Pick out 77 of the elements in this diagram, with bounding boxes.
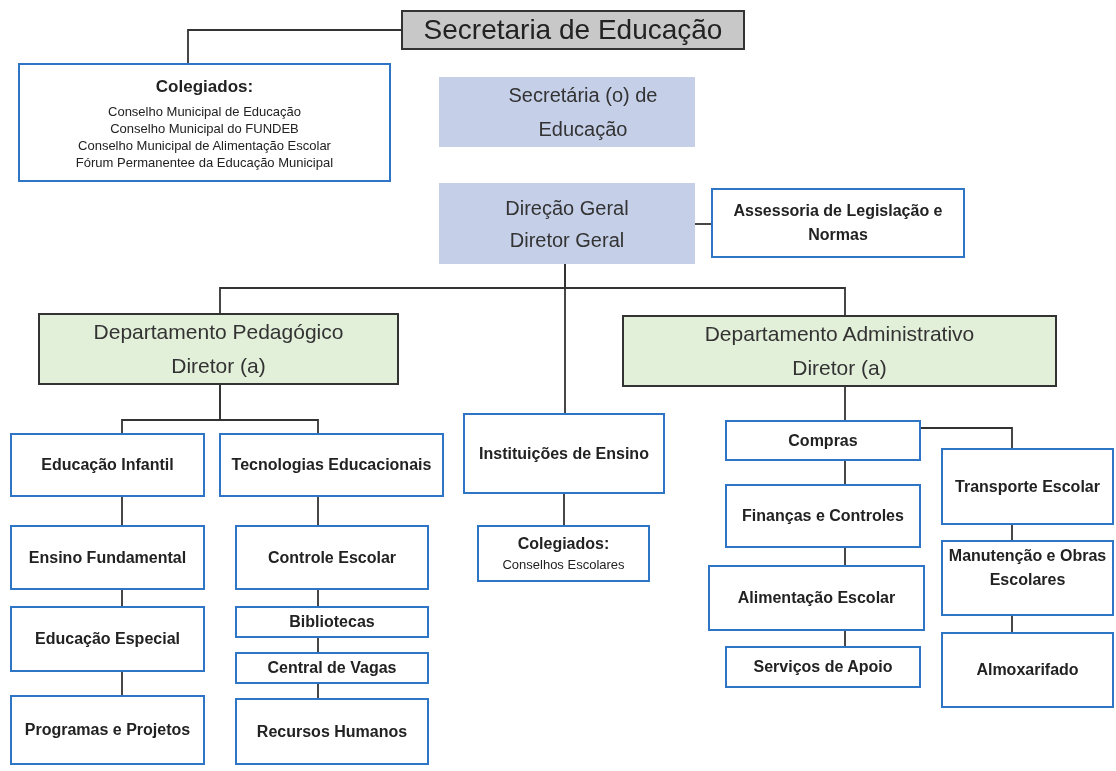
- unit-box: [10, 433, 205, 497]
- connector-line: [121, 589, 123, 607]
- connector-line: [844, 386, 846, 421]
- box-text: Conselho Municipal de Educação: [108, 103, 301, 121]
- box-title: Compras: [788, 430, 858, 451]
- connector-line: [317, 637, 319, 653]
- unit-box: [219, 433, 444, 497]
- connector-line: [317, 683, 319, 699]
- connector-line: [317, 589, 319, 607]
- unit-box: [10, 606, 205, 672]
- box-title: Central de Vagas: [267, 658, 397, 678]
- box-text: Conselho Municipal de Alimentação Escolar: [78, 137, 331, 155]
- box-title: Finanças e Controles: [742, 506, 904, 526]
- department-box: [622, 315, 1057, 387]
- box-title: Instituições de Ensino: [479, 443, 649, 464]
- unit-box: [235, 525, 429, 590]
- box-text: Conselho Municipal do FUNDEB: [110, 120, 299, 138]
- connector-line: [1011, 615, 1013, 633]
- box-text: Diretor Geral: [509, 227, 625, 253]
- box-text: Diretor (a): [171, 353, 266, 379]
- connector-line: [563, 493, 565, 526]
- box-title: Colegiados:: [155, 75, 254, 98]
- connector-line: [1011, 524, 1013, 541]
- council-box: [18, 63, 391, 182]
- unit-box: [711, 188, 965, 258]
- box-title: Secretaria de Educação: [423, 13, 723, 47]
- box-title: Departamento Administrativo: [704, 321, 975, 347]
- box-title: Departamento Pedagógico: [93, 319, 344, 345]
- unit-box: [725, 420, 921, 461]
- box-title: Secretária (o) de Educação: [507, 83, 659, 142]
- connector-line: [920, 427, 1013, 449]
- box-title: Ensino Fundamental: [28, 547, 187, 568]
- unit-box: [941, 448, 1114, 525]
- box-text: Diretor (a): [792, 355, 887, 381]
- title-box: [401, 10, 745, 50]
- unit-box: [235, 652, 429, 684]
- unit-box: [235, 698, 429, 765]
- box-title: Educação Especial: [35, 629, 180, 649]
- unit-box: [725, 646, 921, 688]
- unit-box: [725, 484, 921, 548]
- box-text: Fórum Permanentee da Educação Municipal: [75, 154, 334, 172]
- unit-box: [708, 565, 925, 631]
- box-title: Alimentação Escolar: [737, 588, 896, 608]
- unit-box: [235, 606, 429, 638]
- box-title: Transporte Escolar: [955, 476, 1100, 497]
- unit-box: [941, 540, 1114, 616]
- box-title: Recursos Humanos: [256, 721, 408, 742]
- connector-line: [844, 547, 846, 566]
- box-title: Colegiados:: [517, 533, 610, 554]
- box-title: Tecnologias Educacionais: [231, 455, 432, 475]
- position-box: [439, 183, 695, 264]
- box-title: Almoxarifado: [976, 660, 1079, 680]
- unit-box: [10, 525, 205, 590]
- box-title: Serviços de Apoio: [753, 657, 893, 677]
- box-title: Bibliotecas: [289, 612, 375, 632]
- connector-line: [219, 384, 319, 434]
- connector-line: [844, 460, 846, 485]
- connector-line: [121, 496, 123, 526]
- box-title: Programas e Projetos: [24, 720, 191, 740]
- box-title: Direção Geral: [505, 195, 629, 221]
- box-title: Assessoria de Legislação e Normas: [732, 201, 944, 245]
- connector-line: [564, 263, 846, 316]
- unit-box: [941, 632, 1114, 708]
- box-title: Controle Escolar: [268, 547, 396, 568]
- connector-line: [694, 223, 712, 225]
- connector-line: [317, 496, 319, 526]
- connector-line: [187, 29, 402, 64]
- box-text: Conselhos Escolares: [502, 555, 625, 574]
- box-title: Educação Infantil: [41, 455, 174, 475]
- council-box: [477, 525, 650, 582]
- connector-line: [844, 630, 846, 647]
- position-box: [439, 77, 695, 147]
- unit-box: [463, 413, 665, 494]
- connector-line: [121, 671, 123, 696]
- unit-box: [10, 695, 205, 765]
- department-box: [38, 313, 399, 385]
- box-title: Manutenção e Obras Escolares: [947, 546, 1108, 590]
